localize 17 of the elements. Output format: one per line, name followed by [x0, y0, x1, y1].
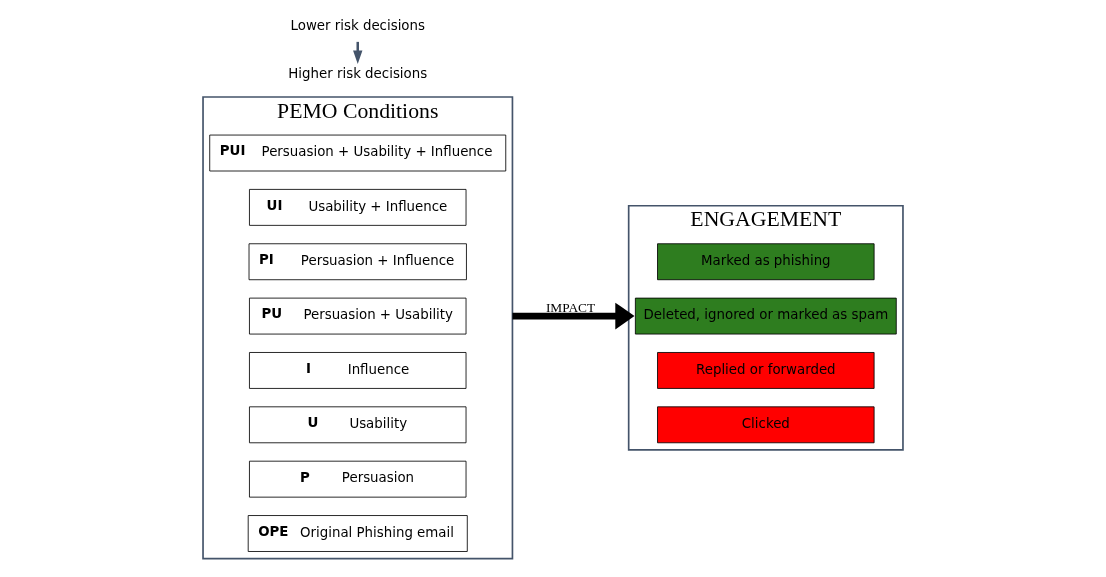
node-box: Deleted, ignored or marked as spam — [634, 297, 897, 335]
edge-label: IMPACT — [545, 299, 596, 315]
node-box: PUI Persuasion + Usability + Influence — [209, 134, 507, 172]
node-box: I Influence — [249, 352, 467, 389]
node-box: U Usability — [249, 406, 467, 444]
node-box: Replied or forwarded — [657, 352, 875, 389]
node-text: Lower risk decisions — [290, 17, 425, 33]
arrow — [353, 41, 363, 64]
node-box: PU Persuasion + Usability — [249, 297, 467, 335]
arrow — [512, 302, 635, 330]
node-box: Clicked — [657, 406, 875, 444]
node-box: P Persuasion — [249, 460, 467, 498]
node-text: Higher risk decisions — [288, 66, 428, 82]
node-box: PI Persuasion + Influence — [248, 243, 467, 281]
node-box: OPE Original Phishing email — [247, 515, 468, 552]
node-box: Marked as phishing — [657, 243, 875, 281]
node-box: UI Usability + Influence — [249, 189, 467, 226]
